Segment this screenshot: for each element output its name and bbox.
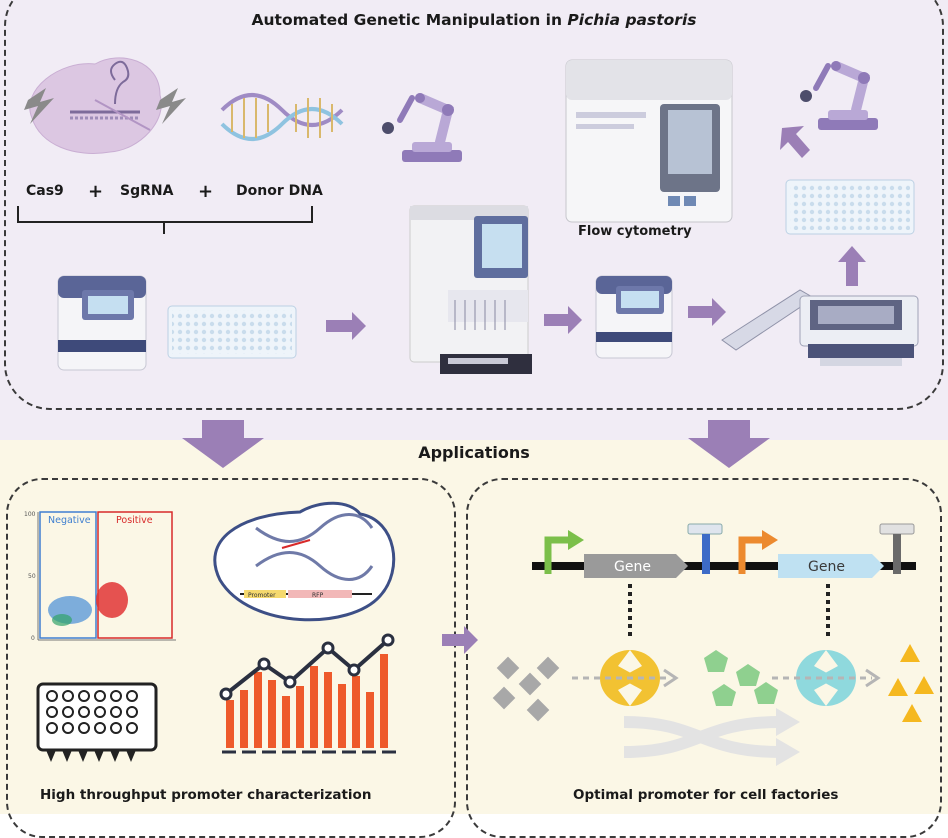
metabolic-flux-arrows [623,708,800,766]
product-molecules [888,644,934,722]
gene-label: Gene [614,559,651,575]
electroporator-icon [57,275,147,371]
promoter-label: Promoter [248,592,276,599]
electroporator-icon [595,275,673,359]
rfp-label: RFP [312,592,324,599]
down-arrow [182,420,264,468]
gene-label: Gene [808,559,845,575]
incubator-shaker-icon [721,289,919,366]
y-tick-label: 0 [31,635,35,642]
plus-sign: + [198,181,214,202]
left-panel-caption: High throughput promoter characterizatio… [40,787,372,803]
cas9-label: Cas9 [26,183,64,199]
flow-arrow-up [838,246,866,286]
donor-dna-label: Donor DNA [236,183,323,199]
robot-arm-icon [382,93,462,162]
promoter-arrow-icon [738,530,778,574]
robot-arm-icon [800,61,878,130]
grouping-brace [17,206,313,234]
flow-arrow [688,298,726,326]
reaction-arrowhead [663,668,679,688]
y-tick-label: 100 [24,511,36,518]
right-panel-caption: Optimal promoter for cell factories [573,787,839,803]
terminator-icon [879,523,915,574]
positive-label: Positive [116,515,153,526]
down-arrow [688,420,770,468]
flow-cytometry-plot [37,511,176,641]
flow-cytometer-icon [565,59,733,223]
cas9-complex-icon [29,57,162,154]
lightning-icon [24,88,54,124]
flow-cytometry-label: Flow cytometry [578,224,692,239]
gene-block [584,554,688,578]
plus-sign: + [88,181,104,202]
dna-helix-icon [220,93,344,141]
applications-label: Applications [418,443,530,462]
intermediate-molecules [704,650,778,706]
flow-arrow [544,306,582,334]
substrate-molecules [492,656,560,722]
well-plate-icon [785,179,915,235]
bar-line-chart-icon [219,633,396,754]
well-plate-icon [167,305,297,359]
negative-label: Negative [48,515,91,526]
negative-gate [39,511,97,639]
positive-gate [97,511,173,639]
promoter-arrow-icon [544,530,584,574]
flow-arrow [326,312,366,340]
flow-arrow-diagonal [780,126,810,158]
terminator-icon [687,523,723,574]
connector-arrow [442,626,478,654]
gene-block [778,554,884,578]
y-tick-label: 50 [28,573,36,580]
liquid-handler-icon [409,205,532,374]
diagram-graphics: Negative Positive 100 50 0 Promoter RFP [17,57,934,766]
microplate-icon [36,682,158,762]
sgrna-label: SgRNA [120,183,174,199]
lightning-icon [156,88,186,124]
reaction-arrowhead [865,668,881,688]
yeast-cell-icon [213,501,396,622]
workflow-panel [4,0,944,410]
diagram-title: Automated Genetic Manipulation in Pichia… [251,11,697,29]
